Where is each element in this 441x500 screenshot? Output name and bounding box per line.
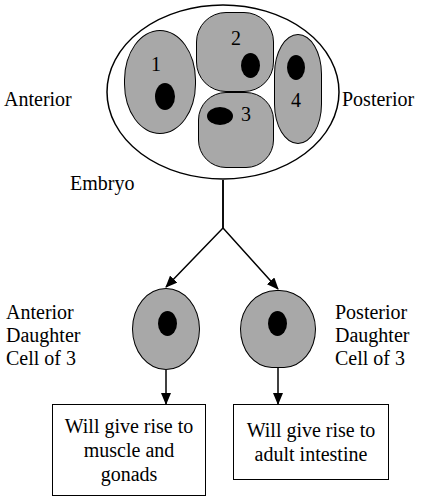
cell-label: Posterior Daughter Cell of 3 [335, 301, 435, 370]
arrow-connector [223, 180, 278, 289]
fate-box: Will give rise to adult intestine [233, 404, 389, 480]
nucleus [287, 55, 305, 80]
fate-text: Will give rise to muscle and gonads [61, 414, 197, 486]
nucleus [268, 311, 287, 336]
blastomere: 3 [198, 92, 274, 168]
callout-number: 1 [151, 53, 167, 76]
callout-number: 4 [291, 89, 307, 112]
nucleus [158, 311, 177, 336]
nucleus [155, 83, 175, 110]
nucleus [241, 53, 260, 78]
embryo-outline: Embryo1234 [106, 4, 340, 180]
arrow-connector [277, 368, 279, 404]
arrow-connector [165, 370, 167, 404]
daughter-cell: Posterior Daughter Cell of 3 [240, 290, 316, 368]
axis-label: Posterior [342, 88, 414, 111]
cell-label: Anterior Daughter Cell of 3 [6, 301, 101, 370]
ellipse-outline [107, 5, 339, 179]
blastomere: 1 [124, 30, 196, 134]
callout-number: 2 [231, 27, 247, 50]
daughter-cell: Anterior Daughter Cell of 3 [132, 288, 200, 370]
blastomere: 2 [196, 12, 274, 92]
arrow-connector [166, 180, 223, 287]
axis-label: Anterior [4, 88, 72, 111]
nucleus [207, 107, 233, 125]
embryo-label: Embryo [70, 172, 150, 195]
callout-number: 3 [241, 103, 257, 126]
fate-box: Will give rise to muscle and gonads [52, 404, 206, 496]
fate-text: Will give rise to adult intestine [242, 418, 380, 466]
blastomere: 4 [274, 34, 322, 144]
